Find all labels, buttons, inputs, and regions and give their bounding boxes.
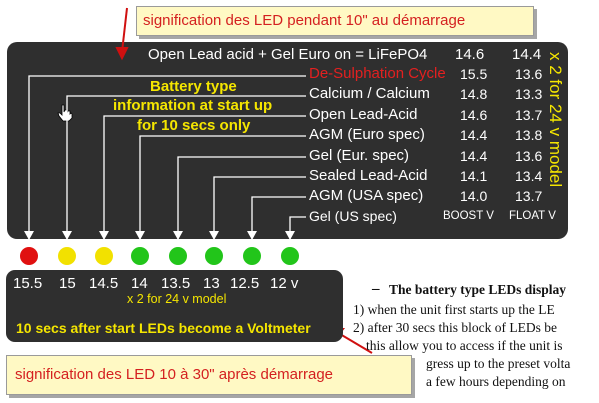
header-label: Open Lead acid + Gel Euro on = LiFePO4	[148, 46, 428, 63]
float-agm-usa: 13.7	[515, 188, 543, 204]
led-6	[205, 247, 223, 265]
led-7	[243, 247, 261, 265]
boost-agm-usa: 14.0	[460, 188, 488, 204]
led-3	[95, 247, 113, 265]
float-agm-euro: 13.8	[515, 127, 543, 143]
boost-sealed-lead-acid: 14.1	[460, 168, 488, 184]
doc-line-1: 1) when the unit first starts up the LE	[353, 302, 555, 317]
battery-type-open-lead-acid: Open Lead-Acid	[309, 106, 418, 123]
voltmeter-24v-note: x 2 for 24 v model	[127, 292, 227, 306]
voltmeter-panel	[6, 270, 343, 342]
float-gel-euro: 13.6	[515, 148, 543, 164]
header-boost-value: 14.6	[455, 46, 485, 63]
battery-type-agm-usa: AGM (USA spec)	[309, 187, 424, 204]
battery-type-gel-euro: Gel (Eur. spec)	[309, 147, 410, 164]
battery-type-desulphation: De-Sulphation Cycle	[309, 65, 446, 82]
boost-desulphation: 15.5	[460, 66, 488, 82]
float-sealed-lead-acid: 13.4	[515, 168, 543, 184]
battery-type-sealed-lead-acid: Sealed Lead-Acid	[309, 167, 428, 184]
battery-type-gel-us: Gel (US spec)	[309, 208, 397, 224]
volt-scale-14: 14	[131, 275, 148, 292]
info-line-2: information at start up	[113, 97, 273, 114]
volt-scale-12v: 12 v	[270, 275, 299, 292]
callout-led-voltmeter: signification des LED 10 à 30" après dém…	[6, 355, 412, 395]
boost-calcium: 14.8	[460, 86, 488, 102]
volt-scale-12-5: 12.5	[230, 275, 260, 292]
led-2	[58, 247, 76, 265]
doc-heading: The battery type LEDs display	[389, 282, 567, 297]
volt-scale-15-5: 15.5	[13, 275, 43, 292]
battery-type-calcium: Calcium / Calcium	[309, 85, 430, 102]
volt-scale-15: 15	[59, 275, 76, 292]
volt-scale-13: 13	[203, 275, 220, 292]
doc-dash: –	[372, 281, 380, 297]
voltmeter-caption: 10 secs after start LEDs become a Voltme…	[16, 320, 311, 336]
doc-line-4: gress up to the preset volta	[426, 356, 571, 371]
boost-gel-euro: 14.4	[460, 148, 488, 164]
doc-line-2: 2) after 30 secs this block of LEDs be	[353, 320, 557, 335]
boost-column-label: BOOST V	[443, 210, 494, 222]
hand-cursor-icon	[57, 104, 73, 127]
boost-open-lead-acid: 14.6	[460, 107, 488, 123]
led-8	[281, 247, 299, 265]
header-float-value: 14.4	[512, 46, 542, 63]
callout-led-startup: signification des LED pendant 10" au dém…	[136, 6, 534, 36]
info-line-3: for 10 secs only	[137, 117, 251, 134]
battery-type-panel	[7, 42, 568, 239]
float-column-label: FLOAT V	[509, 210, 556, 222]
led-1	[20, 247, 38, 265]
doc-line-5: a few hours depending on	[426, 374, 566, 389]
boost-agm-euro: 14.4	[460, 127, 488, 143]
vertical-24v-note: x 2 for 24 v model	[546, 52, 565, 188]
info-line-1: Battery type	[150, 78, 237, 95]
doc-line-3: this allow you to access if the unit is	[366, 338, 563, 353]
led-5	[169, 247, 187, 265]
led-4	[131, 247, 149, 265]
float-desulphation: 13.6	[515, 66, 543, 82]
battery-type-agm-euro: AGM (Euro spec)	[309, 126, 425, 143]
float-calcium: 13.3	[515, 86, 543, 102]
float-open-lead-acid: 13.7	[515, 107, 543, 123]
volt-scale-14-5: 14.5	[89, 275, 119, 292]
volt-scale-13-5: 13.5	[161, 275, 191, 292]
